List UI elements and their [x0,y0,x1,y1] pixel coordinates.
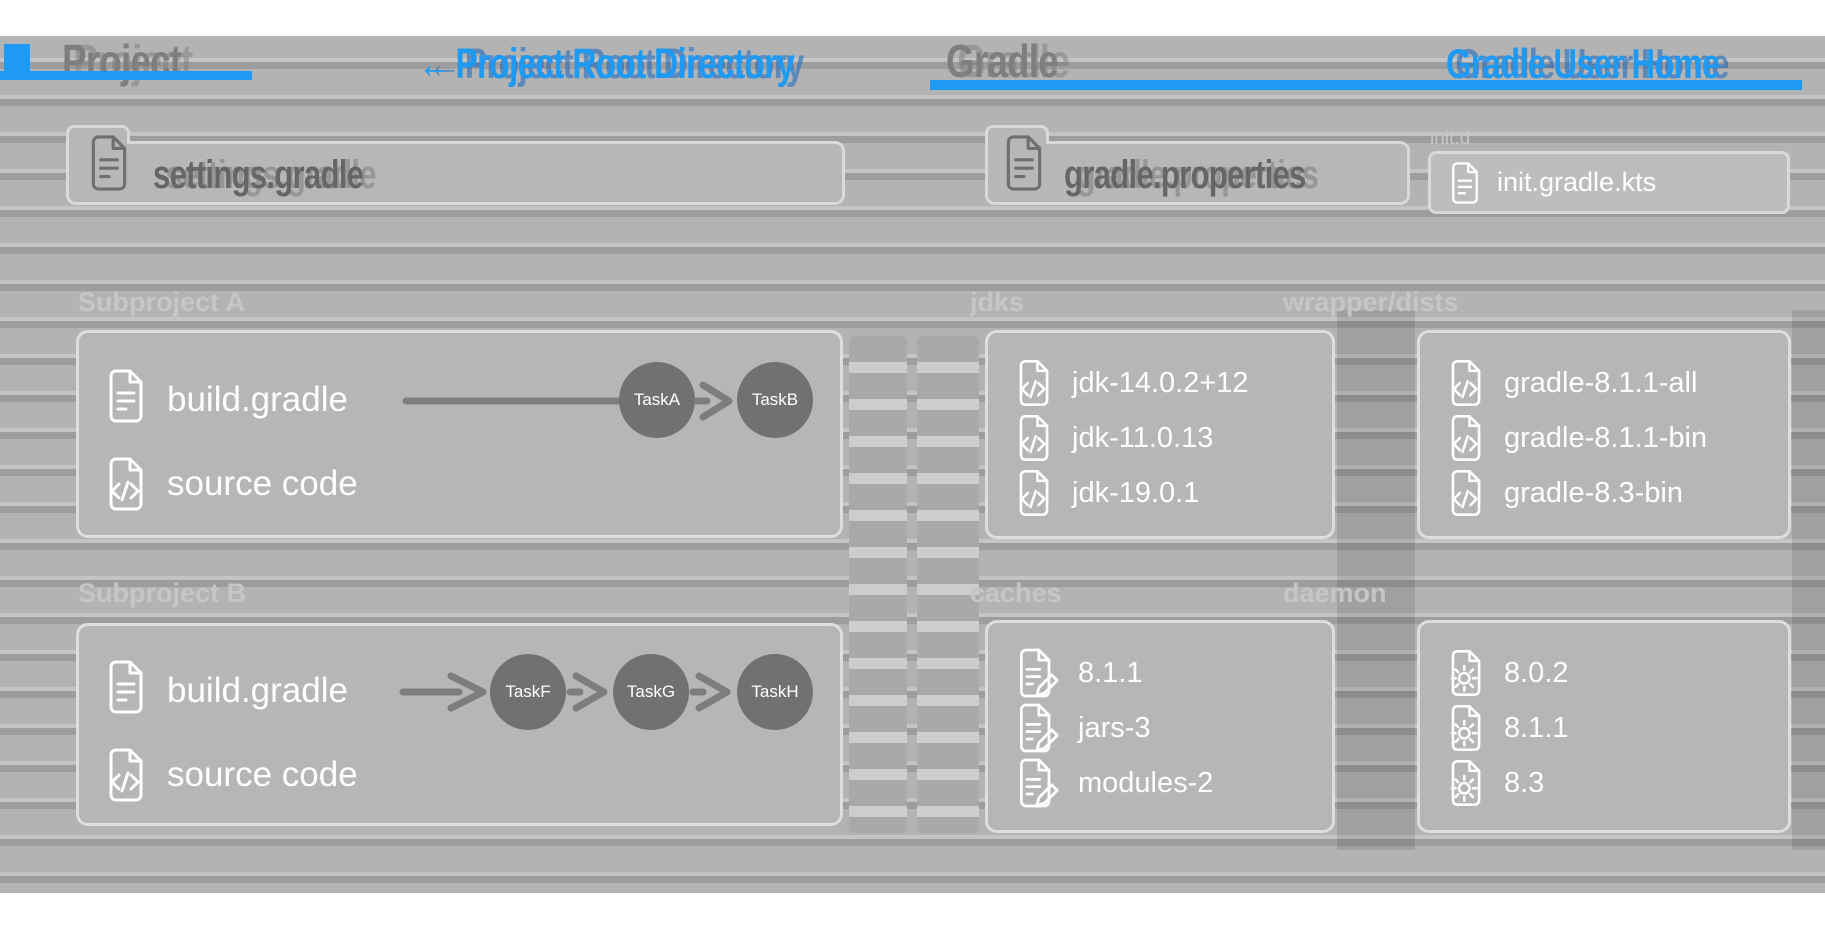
accent-block [4,44,30,76]
list-item: 8.3 [1446,757,1544,809]
page-icon [85,120,133,206]
project-root-label: Project Root Directory [455,40,795,88]
folder-label: settings.gradle [153,153,364,197]
gear-file-icon [1446,647,1486,699]
subproject-b-box: build.gradle TaskF TaskG TaskH source co… [76,623,843,826]
gear-file-icon [1446,702,1486,754]
section-label-caches: caches [970,578,1062,608]
section-label-subproject-b: Subproject B [78,578,247,608]
source-code-label: source code [167,464,358,503]
code-file-icon [103,744,149,806]
connector-column [917,336,979,833]
column-shade-right [1792,310,1825,850]
folder-gradle-properties: gradle.properties [985,125,1410,205]
task-arrow [566,670,613,714]
tab-gradle[interactable]: Gradle [946,35,1059,87]
item-label: gradle-8.1.1-all [1504,366,1698,399]
section-label-jdks: jdks [970,287,1025,317]
project-tab-underline [0,71,252,80]
page-icon [1000,120,1048,206]
list-item: jdk-19.0.1 [1014,467,1199,519]
item-label: 8.3 [1504,766,1545,799]
edit-file-icon [1014,647,1060,699]
task-node: TaskA [619,362,695,438]
section-label-daemon: daemon [1283,578,1387,608]
list-item: jars-3 [1014,702,1151,754]
folder-settings-gradle: settings.gradle [66,125,845,205]
task-arrow [399,670,489,714]
wrapper-dists-box: gradle-8.1.1-all gradle-8.1.1-bin gradle… [1417,330,1791,539]
code-file-icon [1446,412,1486,464]
item-label: 8.0.2 [1504,656,1569,689]
code-file-icon [1014,412,1054,464]
item-label: jdk-19.0.1 [1072,476,1200,509]
gear-file-icon [1446,757,1486,809]
document-icon [103,365,149,427]
task-arrow [689,670,737,714]
gradle-tab-underline [930,80,1802,90]
list-item: 8.0.2 [1446,647,1569,699]
list-item: jdk-14.0.2+12 [1014,357,1249,409]
list-item: jdk-11.0.13 [1014,412,1213,464]
init-gradle-card: init.gradle.kts [1428,151,1790,214]
code-file-icon [1446,357,1486,409]
task-node: TaskB [737,362,813,438]
item-label: jdk-11.0.13 [1072,421,1214,454]
document-icon [103,656,149,718]
gradle-user-home-label: Gradle User Home [1446,40,1720,87]
list-item: gradle-8.1.1-all [1446,357,1697,409]
edit-file-icon [1014,702,1060,754]
task-node: TaskG [613,654,689,730]
task-node: TaskH [737,654,813,730]
list-item: 8.1.1 [1014,647,1143,699]
caches-box: 8.1.1 jars-3 modules-2 [985,620,1335,833]
column-shade [1337,310,1415,850]
item-label: 8.1.1 [1078,656,1143,689]
folder-label: gradle.properties [1064,153,1306,197]
code-file-icon [1014,357,1054,409]
item-label: jars-3 [1078,711,1151,744]
edit-file-icon [1014,757,1060,809]
back-arrow-icon: ← [418,40,452,88]
build-file-label: build.gradle [167,671,348,710]
breadcrumb-project-root-directory[interactable]: ← Project Root Directory [418,40,795,89]
init-file-label: init.gradle.kts [1497,167,1657,197]
daemon-box: 8.0.2 8.1.1 8.3 [1417,620,1791,833]
list-item: gradle-8.1.1-bin [1446,412,1707,464]
code-file-icon [1014,467,1054,519]
code-file-icon [103,453,149,515]
document-icon [1447,161,1483,205]
jdks-box: jdk-14.0.2+12 jdk-11.0.13 jdk-19.0.1 [985,330,1335,539]
connector-column [849,336,907,833]
task-arrow [693,379,739,423]
item-label: gradle-8.3-bin [1504,476,1683,509]
list-item: modules-2 [1014,757,1213,809]
code-file-icon [1446,467,1486,519]
source-code-label: source code [167,755,358,794]
section-label-init-d: init.d [1430,128,1471,149]
list-item: gradle-8.3-bin [1446,467,1683,519]
item-label: jdk-14.0.2+12 [1072,366,1249,399]
section-label-subproject-a: Subproject A [78,287,246,317]
section-label-wrapper-dists: wrapper/dists [1283,287,1459,317]
list-item: 8.1.1 [1446,702,1569,754]
breadcrumb-gradle-user-home[interactable]: Gradle User Home [1446,40,1720,88]
item-label: 8.1.1 [1504,711,1569,744]
subproject-a-box: build.gradle TaskA TaskB source code [76,330,843,538]
item-label: modules-2 [1078,766,1214,799]
build-file-label: build.gradle [167,380,348,419]
task-node: TaskF [490,654,566,730]
item-label: gradle-8.1.1-bin [1504,421,1708,454]
